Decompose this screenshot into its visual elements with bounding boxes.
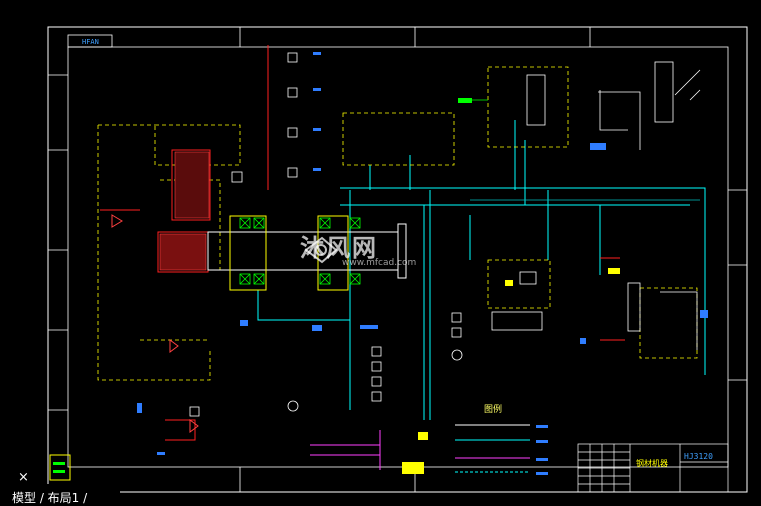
viewport-tab-label[interactable]: 模型 / 布局1 /: [12, 491, 88, 505]
frame-tag: HFAN: [82, 38, 99, 46]
red-valves: [111, 214, 199, 433]
right-mechanisms: [491, 61, 701, 350]
viewport-tab-bar[interactable]: × 模型 / 布局1 /: [0, 470, 120, 505]
check-valve-boxes: [239, 99, 700, 285]
outer-frame: [47, 26, 748, 493]
hydraulic-lines: [257, 120, 706, 420]
green-markers: [53, 98, 472, 473]
yellow-markers: [49, 268, 620, 481]
main-cylinder: [159, 151, 407, 291]
legend-lines: [310, 424, 530, 473]
tag-labels: [137, 52, 708, 475]
watermark-brand: 沐风网: [300, 234, 378, 262]
legend-title: 图例: [484, 405, 503, 415]
watermark-logo: [304, 236, 338, 264]
inner-frame: [67, 46, 729, 468]
gauge-squares: [189, 52, 463, 417]
title-block-name: 钢材机器: [636, 459, 668, 468]
title-block-code: HJ3120: [684, 452, 713, 461]
watermark-url: www.mfcad.com: [342, 258, 417, 268]
frame-tag-box: [67, 34, 113, 48]
close-icon[interactable]: ×: [18, 470, 29, 485]
frame-ticks: [48, 27, 747, 492]
title-block: [577, 443, 729, 493]
